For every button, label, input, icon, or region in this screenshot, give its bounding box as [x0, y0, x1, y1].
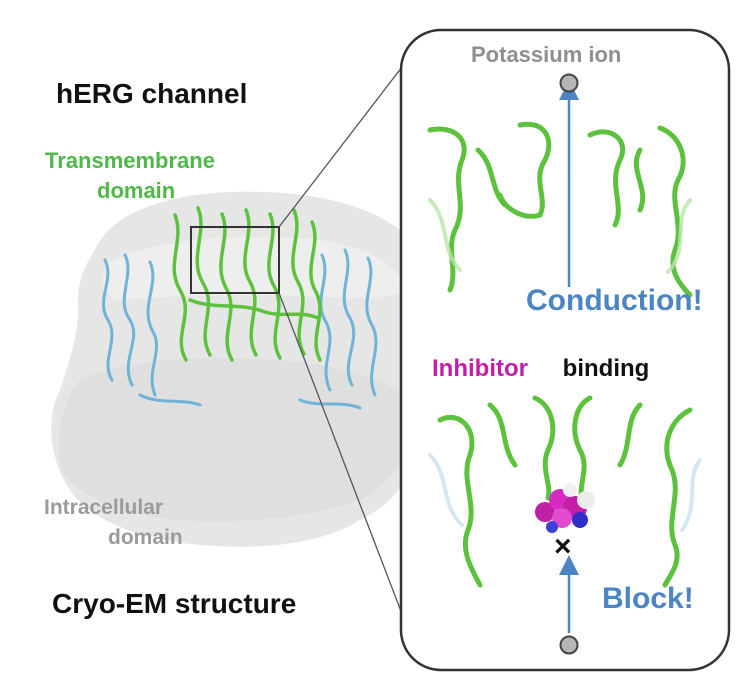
- peripheral-helices: [102, 248, 378, 410]
- pore-closeup-blocked: [428, 395, 702, 588]
- inhibitor-label: Inhibitor: [432, 355, 528, 382]
- binding-label: binding: [556, 355, 650, 382]
- zoom-indicator: [190, 53, 413, 641]
- structure-label: Cryo-EM structure: [52, 588, 297, 619]
- block-label: Block!: [602, 582, 694, 615]
- pore-closeup-open: [427, 121, 693, 298]
- transmembrane-label-line2: domain: [97, 178, 176, 203]
- potassium-ion-label: Potassium ion: [471, 42, 622, 67]
- potassium-ion-icon: [559, 73, 579, 93]
- cryo-em-density-map: [51, 191, 421, 547]
- potassium-ion-icon: [559, 635, 579, 655]
- conduction-label: Conduction!: [526, 284, 703, 317]
- channel-title: hERG channel: [56, 78, 248, 109]
- detail-panel: [399, 28, 731, 672]
- transmembrane-label: Transmembrane: [45, 148, 215, 173]
- intracellular-label: Intracellular: [44, 496, 164, 519]
- block-x-icon: ×: [554, 530, 572, 563]
- transmembrane-helices: [172, 206, 322, 362]
- intracellular-label-line2: domain: [108, 526, 183, 549]
- inhibitor-molecule-icon: [535, 483, 595, 533]
